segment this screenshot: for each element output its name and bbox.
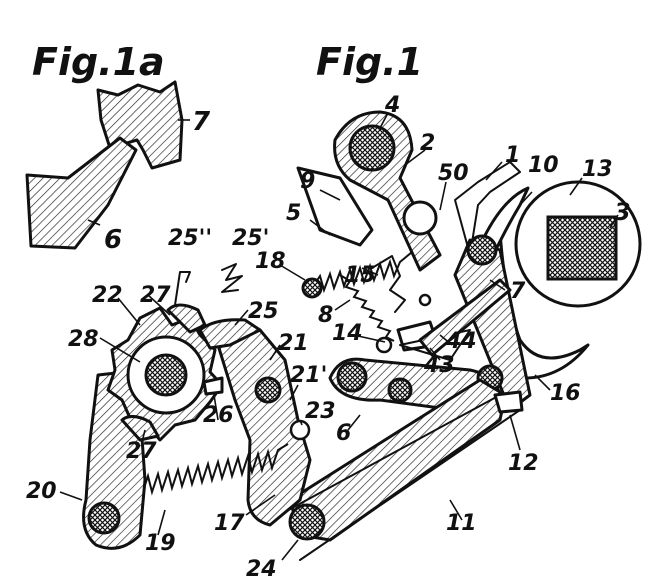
label-16: 16 (550, 381, 581, 406)
pivot-20 (87, 501, 121, 535)
label-25-prime: 25' (232, 226, 269, 251)
label-21: 21 (278, 331, 309, 356)
spring-19 (119, 443, 289, 500)
label-25: 25 (248, 299, 279, 324)
part-15 (371, 255, 406, 313)
spring-18 (311, 251, 413, 294)
pin-8 (418, 293, 432, 307)
label-25-double-prime: 25'' (168, 226, 212, 251)
label-10: 10 (528, 153, 559, 178)
label-28: 28 (68, 327, 99, 352)
part-27-upper (166, 303, 207, 334)
part-9 (296, 166, 374, 247)
label-20: 20 (26, 479, 57, 504)
label-44: 44 (445, 329, 477, 354)
fig-1a-part-6 (25, 136, 138, 250)
pivot-6b (387, 377, 413, 403)
label-24: 24 (246, 557, 277, 582)
fig-1a-title: Fig.1a (32, 40, 165, 84)
pivot-28 (144, 353, 188, 397)
part-3-square (546, 215, 618, 281)
label-19: 19 (145, 531, 176, 556)
label-8: 8 (318, 303, 333, 328)
pivot-24 (288, 503, 326, 541)
part-25-arm (198, 318, 262, 350)
fig-1a-detail (25, 80, 184, 250)
fig-1-title: Fig.1 (316, 40, 423, 84)
label-4: 4 (384, 93, 400, 118)
label-17: 17 (214, 511, 245, 536)
label-43: 43 (423, 353, 455, 378)
part-26 (202, 376, 224, 396)
label-6: 6 (336, 421, 351, 446)
part-12 (493, 390, 524, 414)
pivot-7-top (466, 234, 498, 266)
label-3: 3 (614, 198, 631, 226)
label-27b: 27 (126, 439, 157, 464)
label-23: 23 (305, 399, 336, 424)
label-13: 13 (582, 157, 613, 182)
leader-lines (59, 112, 619, 561)
label-15: 15 (345, 263, 376, 288)
label-22: 22 (92, 283, 123, 308)
label-9: 9 (300, 169, 315, 194)
label-11: 11 (446, 511, 477, 536)
part-50-circle (402, 200, 438, 236)
label-7: 7 (510, 279, 526, 304)
label-12: 12 (508, 451, 539, 476)
label-1: 1 (505, 143, 520, 168)
label-6a: 6 (104, 225, 122, 255)
label-2: 2 (420, 131, 435, 156)
fig-1-mechanism (82, 110, 642, 561)
label-5: 5 (286, 201, 301, 226)
part-27-lower (120, 415, 160, 442)
reference-labels: 7 6 1 2 3 4 5 6 7 8 9 10 11 12 13 14 15 … (26, 93, 631, 582)
label-27: 27 (140, 283, 171, 308)
label-50: 50 (438, 161, 469, 186)
label-21-prime: 21' (290, 363, 327, 388)
pivot-21 (254, 376, 282, 404)
label-26: 26 (203, 403, 234, 428)
part-25p (221, 263, 243, 293)
label-7a: 7 (192, 107, 211, 137)
pivot-4 (348, 124, 396, 172)
pin-18 (301, 277, 323, 299)
pivot-6a (336, 361, 368, 393)
label-14: 14 (332, 321, 363, 346)
spring-8 (339, 274, 395, 342)
part-50-link (454, 161, 521, 256)
label-18: 18 (255, 249, 286, 274)
part-25pp (174, 271, 191, 306)
